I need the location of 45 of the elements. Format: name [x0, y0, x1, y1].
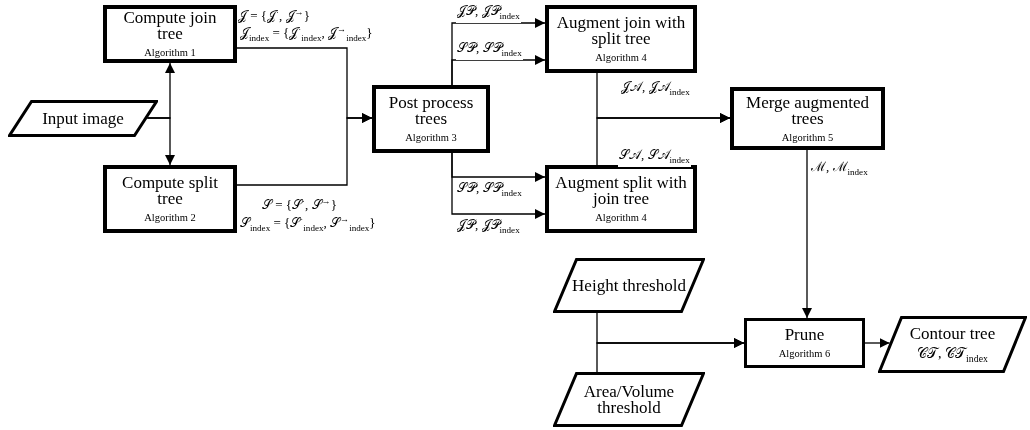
- algorithm-label: Algorithm 4: [594, 212, 648, 223]
- math-label: 𝒮$_{index}$ = {𝒮$^{·}$$_{index}$, 𝒮$^{→}$$_{index}$}: [240, 214, 376, 233]
- arrow: [864, 338, 891, 348]
- arrow: [451, 152, 546, 219]
- node-title: Merge augmented trees: [745, 94, 870, 127]
- math-label: 𝒮 = {𝒮$^{·}$, 𝒮$^{→}$}: [262, 196, 337, 214]
- arrow: [596, 338, 745, 373]
- algorithm-label: Algorithm 3: [404, 132, 458, 143]
- node-title: Height threshold: [571, 277, 687, 294]
- process-box: [730, 87, 885, 150]
- algorithm-label: Algorithm 5: [780, 131, 835, 143]
- arrow: [451, 55, 546, 86]
- input-parallelogram: [553, 258, 705, 313]
- node-title: Augment join with split tree: [555, 15, 687, 47]
- edge-label: 𝒮𝒜, 𝒮𝒜$_{index}$: [618, 148, 691, 167]
- node-title: Prune: [783, 327, 826, 343]
- process-box: [103, 5, 237, 63]
- algorithm-label: Algorithm 2: [143, 212, 197, 223]
- arrow: [596, 113, 731, 166]
- process-box: [545, 5, 697, 73]
- arrow: [236, 113, 373, 186]
- process-box: [744, 318, 865, 368]
- node-title: Input image: [41, 110, 125, 127]
- arrow: [146, 117, 175, 166]
- algorithm-label: Algorithm 4: [594, 52, 648, 63]
- algorithm-label: Algorithm 6: [777, 348, 832, 359]
- edge-label: 𝒮𝒫, 𝒮𝒫$_{index}$: [456, 41, 523, 60]
- algorithm-label: Algorithm 1: [143, 47, 197, 58]
- input-parallelogram: [8, 100, 158, 137]
- node-title: Compute join tree: [122, 10, 218, 42]
- node-title: Post process trees: [387, 95, 475, 127]
- node-title: Area/Volume threshold: [582, 383, 676, 416]
- math-label: 𝒥$_{index}$ = {𝒥$^{·}$$_{index}$, 𝒥$^{→}$$_{index}$}: [240, 24, 373, 43]
- output-parallelogram: [878, 316, 1027, 373]
- node-title: Contour tree: [908, 325, 997, 342]
- process-box: [372, 85, 490, 153]
- node-title: Augment split with join tree: [554, 175, 688, 207]
- arrow: [802, 149, 812, 319]
- node-title: Compute split tree: [121, 175, 219, 207]
- input-parallelogram: [553, 372, 705, 427]
- edge-label: 𝒥𝒫, 𝒥𝒫$_{index}$: [456, 4, 521, 23]
- math-label: 𝒞𝒯, 𝒞𝒯$_{index}$: [916, 345, 989, 364]
- process-box: [545, 165, 697, 233]
- process-box: [103, 165, 237, 233]
- math-label: 𝒥 = {𝒥$^{·}$, 𝒥$^{→}$}: [238, 7, 310, 25]
